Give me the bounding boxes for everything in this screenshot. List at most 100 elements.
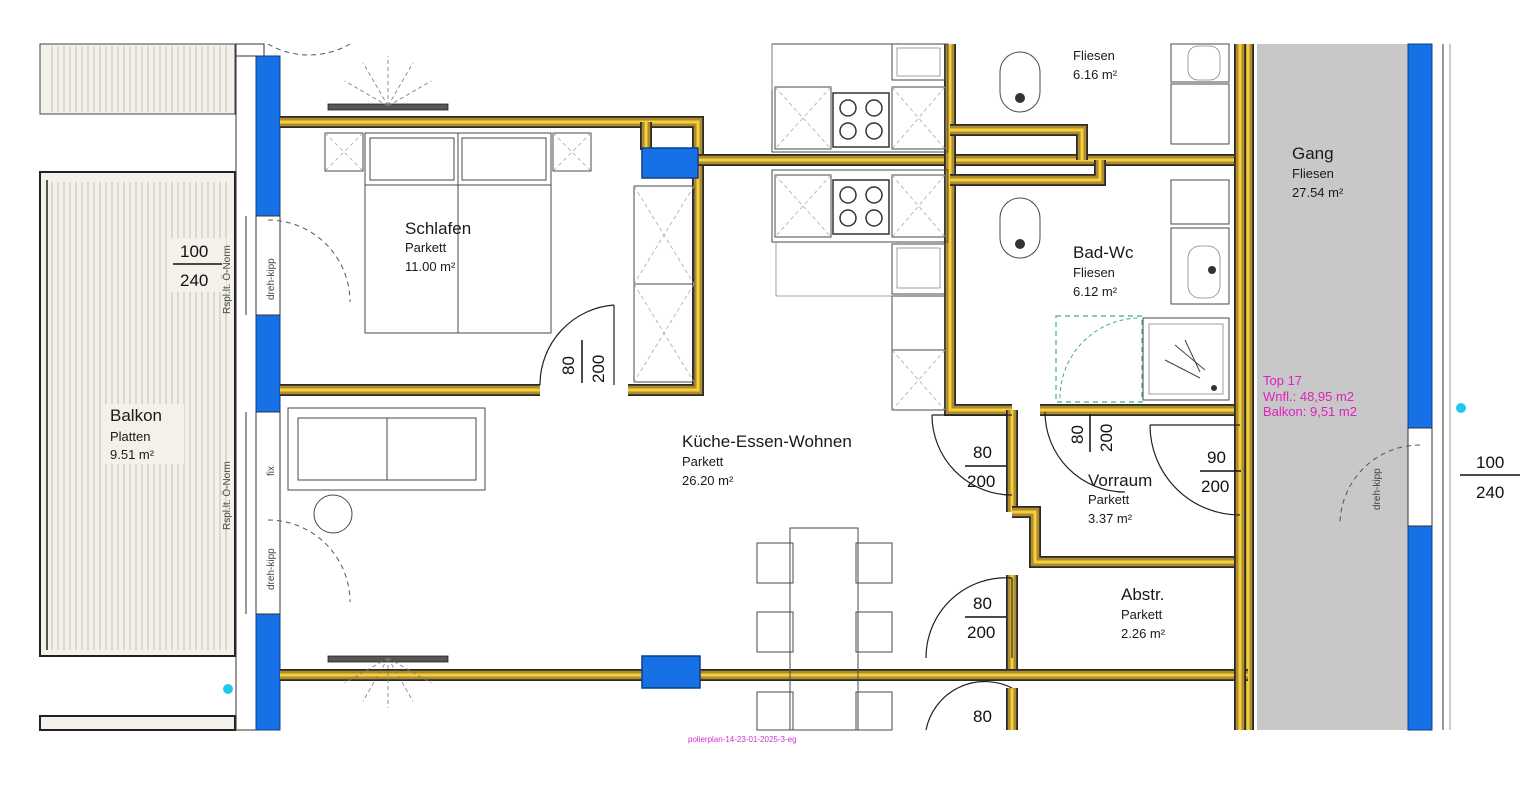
svg-text:Gang: Gang [1292, 144, 1334, 163]
dimension-door-abstr: 80 200 [965, 594, 1006, 642]
svg-text:Parkett: Parkett [682, 454, 724, 469]
window-pane-blue [1407, 43, 1433, 429]
wall-segment [950, 160, 1106, 186]
interior-walls [280, 44, 1254, 730]
dining-table [756, 527, 893, 731]
svg-text:100: 100 [180, 242, 208, 261]
svg-text:Fliesen: Fliesen [1292, 166, 1334, 181]
room-label-vorraum: Vorraum Parkett 3.37 m² [1088, 471, 1152, 526]
svg-text:26.20 m²: 26.20 m² [682, 473, 734, 488]
svg-text:Vorraum: Vorraum [1088, 471, 1152, 490]
balcony [39, 43, 236, 731]
room-label-bad-top: Fliesen 6.16 m² [1073, 48, 1118, 82]
sofa [287, 407, 486, 491]
window-annotations: Rspl.lt. Ö-Norm dreh-kipp Rspl.lt. Ö-Nor… [221, 245, 1383, 590]
svg-text:dreh-kipp: dreh-kipp [1372, 468, 1383, 510]
svg-text:200: 200 [589, 355, 608, 383]
window-pane-blue [1407, 525, 1433, 731]
room-label-kueche: Küche-Essen-Wohnen Parkett 26.20 m² [682, 432, 852, 488]
dimension-door-schlafen: 80 200 [559, 340, 608, 383]
svg-text:80: 80 [973, 707, 992, 726]
svg-text:Parkett: Parkett [1088, 492, 1130, 507]
svg-text:80: 80 [973, 594, 992, 613]
svg-text:80: 80 [559, 356, 578, 375]
room-label-abstr: Abstr. Parkett 2.26 m² [1121, 585, 1166, 641]
dimension-door-entrance: 90 200 [1200, 448, 1241, 496]
svg-text:Bad-Wc: Bad-Wc [1073, 243, 1134, 262]
unit-info: Top 17 Wnfl.: 48,95 m2 Balkon: 9,51 m2 [1263, 373, 1357, 419]
svg-text:200: 200 [1097, 424, 1116, 452]
window-frame [255, 215, 281, 316]
round-table [313, 494, 353, 534]
svg-text:80: 80 [973, 443, 992, 462]
svg-text:Balkon: 9,51 m2: Balkon: 9,51 m2 [1263, 404, 1357, 419]
svg-text:Schlafen: Schlafen [405, 219, 471, 238]
svg-text:80: 80 [1068, 425, 1087, 444]
kitchen-counters [771, 43, 949, 411]
reference-marker [1456, 403, 1466, 413]
ceiling-light [327, 56, 449, 111]
corridor-area [1257, 44, 1408, 730]
svg-text:Rspl.lt. Ö-Norm: Rspl.lt. Ö-Norm [221, 461, 233, 530]
svg-text:Fliesen: Fliesen [1073, 48, 1115, 63]
dimension-door-vorraum-top: 80 200 [1068, 414, 1116, 452]
svg-text:2.26 m²: 2.26 m² [1121, 626, 1166, 641]
svg-text:6.12 m²: 6.12 m² [1073, 284, 1118, 299]
svg-text:Balkon: Balkon [110, 406, 162, 425]
svg-text:dreh-kipp: dreh-kipp [266, 548, 277, 590]
svg-text:90: 90 [1207, 448, 1226, 467]
column-blue [641, 147, 699, 179]
bathroom-fixtures [999, 43, 1230, 403]
dimension-window-left: 100 240 [170, 238, 226, 292]
svg-text:200: 200 [1201, 477, 1229, 496]
dimension-door-kueche: 80 200 [965, 443, 1006, 491]
svg-text:Küche-Essen-Wohnen: Küche-Essen-Wohnen [682, 432, 852, 451]
svg-text:Abstr.: Abstr. [1121, 585, 1164, 604]
dimension-door-bottom: 80 [973, 707, 992, 726]
plan-footer: polierplan-14-23-01-2025-3-eg [688, 735, 797, 744]
window-pane-blue [255, 314, 281, 413]
svg-text:11.00 m²: 11.00 m² [405, 259, 456, 274]
column-blue [641, 655, 701, 689]
room-label-balkon: Balkon Platten 9.51 m² [104, 404, 184, 464]
wall-segment [280, 116, 704, 396]
svg-text:6.16 m²: 6.16 m² [1073, 67, 1118, 82]
room-label-bad: Bad-Wc Fliesen 6.12 m² [1073, 243, 1134, 299]
window-pane-blue [255, 55, 281, 217]
wall-segment [1012, 506, 1240, 568]
svg-text:fix: fix [266, 466, 277, 476]
svg-text:27.54 m²: 27.54 m² [1292, 185, 1344, 200]
svg-text:Platten: Platten [110, 429, 150, 444]
svg-text:dreh-kipp: dreh-kipp [266, 258, 277, 300]
svg-text:9.51 m²: 9.51 m² [110, 447, 155, 462]
wall-segment [950, 124, 1088, 160]
cooktop [832, 179, 890, 235]
room-label-schlafen: Schlafen Parkett 11.00 m² [405, 219, 471, 274]
svg-text:Parkett: Parkett [1121, 607, 1163, 622]
svg-text:Parkett: Parkett [405, 240, 447, 255]
reference-marker [223, 684, 233, 694]
double-bed [324, 132, 592, 334]
svg-text:Rspl.lt. Ö-Norm: Rspl.lt. Ö-Norm [221, 245, 233, 314]
svg-text:240: 240 [180, 271, 208, 290]
window-frame [1407, 427, 1433, 527]
balcony-slats-top [51, 46, 227, 112]
window-frame [255, 411, 281, 615]
cooktop [832, 92, 890, 148]
svg-text:100: 100 [1476, 453, 1504, 472]
ceiling-lights [327, 56, 449, 708]
svg-text:Top 17: Top 17 [1263, 373, 1302, 388]
svg-text:Fliesen: Fliesen [1073, 265, 1115, 280]
wall-segment [944, 44, 1012, 416]
room-label-gang: Gang Fliesen 27.54 m² [1292, 144, 1344, 200]
svg-text:200: 200 [967, 623, 995, 642]
west-wall [235, 43, 281, 731]
wardrobe [633, 185, 695, 383]
svg-text:Wnfl.: 48,95 m2: Wnfl.: 48,95 m2 [1263, 389, 1354, 404]
dimension-window-right: 100 240 [1460, 453, 1520, 502]
door-swings [267, 43, 1421, 731]
svg-text:240: 240 [1476, 483, 1504, 502]
svg-text:200: 200 [967, 472, 995, 491]
svg-text:3.37 m²: 3.37 m² [1088, 511, 1133, 526]
